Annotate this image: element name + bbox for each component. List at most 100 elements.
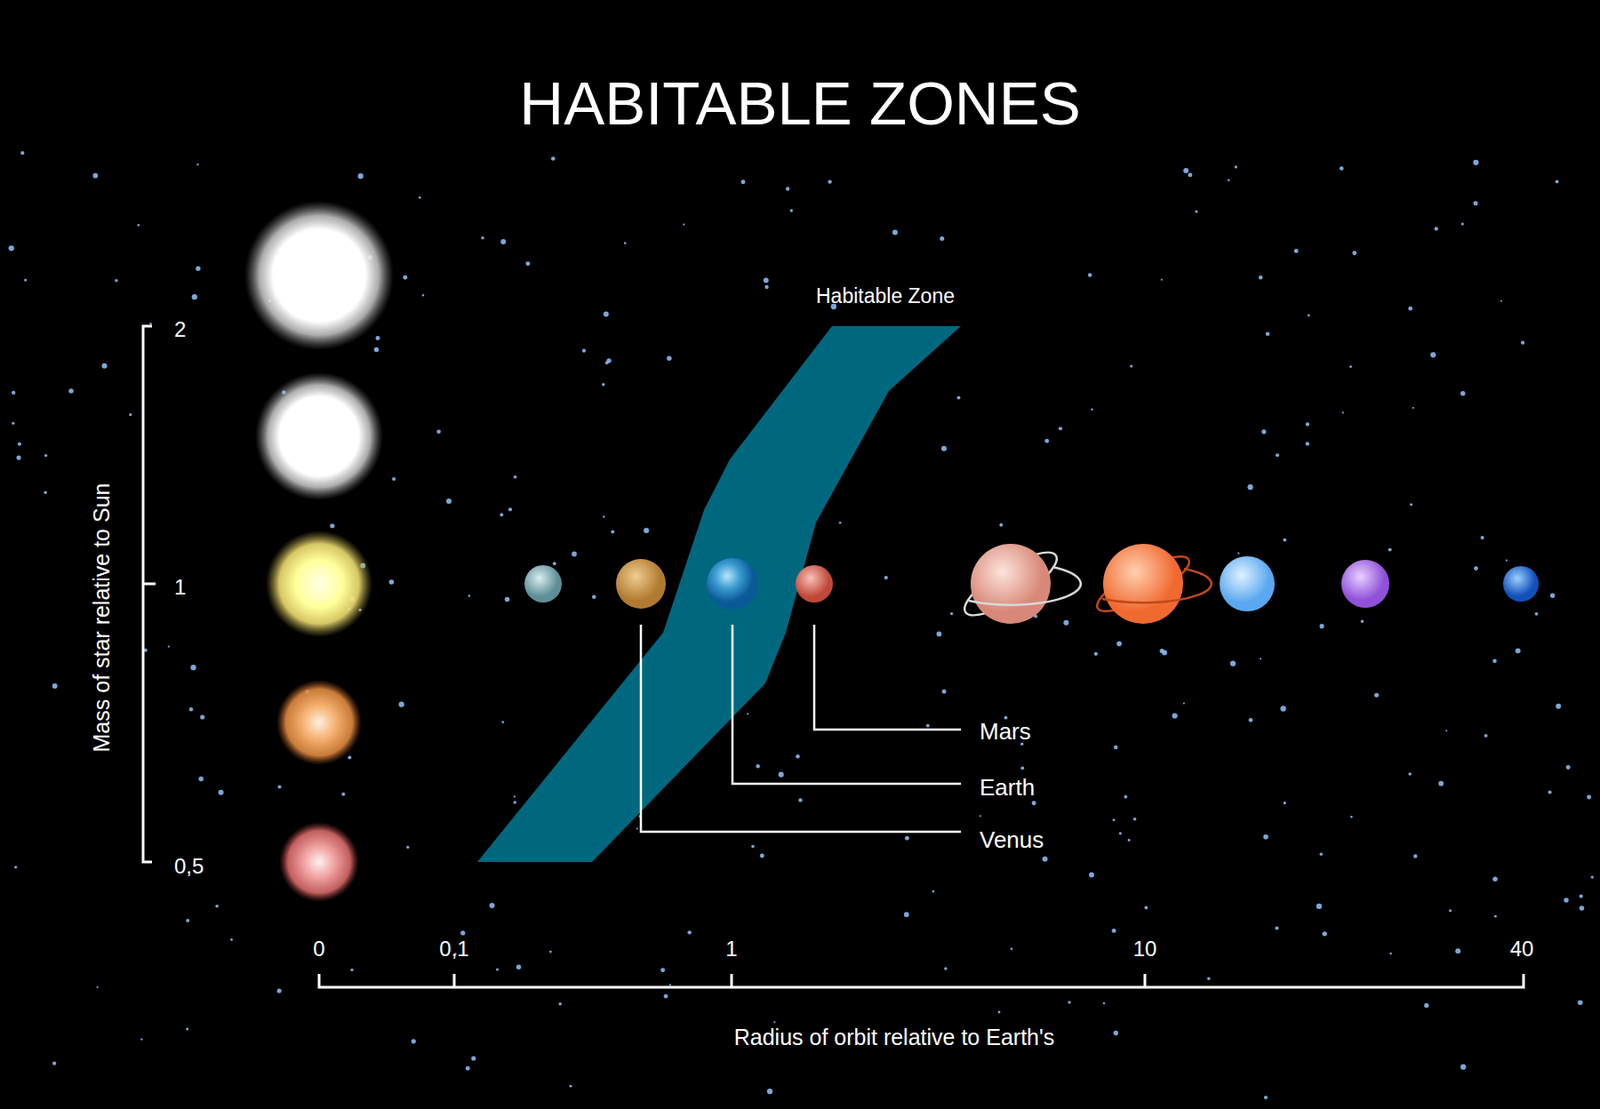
background-star <box>549 951 552 954</box>
background-star <box>571 552 577 558</box>
background-star <box>884 576 888 580</box>
star-circles <box>244 200 394 903</box>
background-star <box>682 224 685 226</box>
tick-label: 0,5 <box>174 855 204 879</box>
background-star <box>17 442 22 447</box>
background-star <box>389 579 395 585</box>
background-star <box>525 261 530 266</box>
background-star <box>489 903 496 909</box>
background-star <box>666 356 672 362</box>
background-star <box>501 720 504 724</box>
background-star <box>1352 250 1357 256</box>
background-star <box>1020 766 1024 770</box>
star <box>244 200 394 351</box>
background-star <box>764 285 768 289</box>
background-star <box>471 1056 476 1061</box>
background-star <box>839 521 842 525</box>
background-star <box>195 265 200 271</box>
background-star <box>277 988 282 993</box>
background-star <box>1374 693 1379 698</box>
background-star <box>624 241 627 245</box>
background-star <box>568 1085 572 1088</box>
background-star <box>892 229 898 235</box>
background-star <box>1350 816 1352 818</box>
background-star <box>1113 745 1119 751</box>
background-star <box>43 490 47 494</box>
background-star <box>751 845 755 849</box>
background-star <box>1424 1003 1429 1008</box>
background-star <box>1320 852 1323 856</box>
background-star <box>1063 620 1069 626</box>
background-star <box>790 208 793 212</box>
background-star <box>218 790 224 796</box>
background-star <box>52 1062 56 1066</box>
background-star <box>778 772 784 778</box>
background-star <box>96 986 99 989</box>
background-star <box>375 336 380 341</box>
habitable-zone-band <box>477 326 961 863</box>
background-star <box>460 930 465 936</box>
background-star <box>636 827 639 830</box>
background-star <box>1480 536 1485 540</box>
background-star <box>1032 800 1037 806</box>
background-star <box>1172 712 1178 719</box>
background-star <box>513 475 518 480</box>
background-star <box>1389 952 1392 955</box>
star <box>265 530 373 638</box>
star-field <box>8 151 1594 1100</box>
background-star <box>552 561 557 566</box>
background-star <box>1339 166 1344 171</box>
background-star <box>68 388 73 393</box>
background-star <box>422 294 424 296</box>
background-star <box>932 890 936 894</box>
background-star <box>1113 1031 1119 1036</box>
background-star <box>11 422 15 425</box>
background-star <box>1248 718 1254 723</box>
background-star <box>1484 734 1488 738</box>
tick-label: 10 <box>1133 937 1158 961</box>
background-star <box>1505 560 1508 562</box>
background-star <box>392 477 396 481</box>
background-star <box>979 815 982 817</box>
background-star <box>402 275 408 280</box>
background-star <box>374 347 379 352</box>
background-star <box>189 707 193 712</box>
background-star <box>16 456 21 461</box>
background-star <box>1445 729 1448 732</box>
background-star <box>411 1039 416 1044</box>
leader-line <box>640 624 961 832</box>
background-star <box>1090 408 1094 411</box>
background-star <box>190 664 196 671</box>
planet-ring <box>968 567 1081 606</box>
background-star <box>1261 429 1266 434</box>
background-star <box>499 512 504 517</box>
star <box>279 822 360 903</box>
background-star <box>1187 172 1192 177</box>
planet-label: Earth <box>979 775 1035 801</box>
background-star <box>1586 795 1592 800</box>
background-star <box>660 968 665 973</box>
background-star <box>1577 1000 1584 1007</box>
planet <box>524 565 562 603</box>
background-star <box>904 912 910 918</box>
background-star <box>1010 948 1014 952</box>
background-star <box>1207 976 1211 981</box>
leader-line <box>732 624 961 784</box>
background-star <box>1316 904 1322 910</box>
zone-label: Habitable Zone <box>816 285 955 308</box>
background-star <box>496 968 499 972</box>
background-star <box>1460 1064 1466 1071</box>
background-star <box>602 515 605 518</box>
background-star <box>944 967 947 970</box>
background-star <box>1492 877 1497 882</box>
background-star <box>1160 279 1163 281</box>
background-star <box>508 507 512 512</box>
background-star <box>358 173 364 179</box>
background-star <box>1194 209 1198 213</box>
background-star <box>101 363 107 369</box>
background-star <box>558 1002 562 1007</box>
background-star <box>1283 801 1287 805</box>
background-star <box>1349 365 1352 368</box>
background-star <box>1128 839 1131 842</box>
